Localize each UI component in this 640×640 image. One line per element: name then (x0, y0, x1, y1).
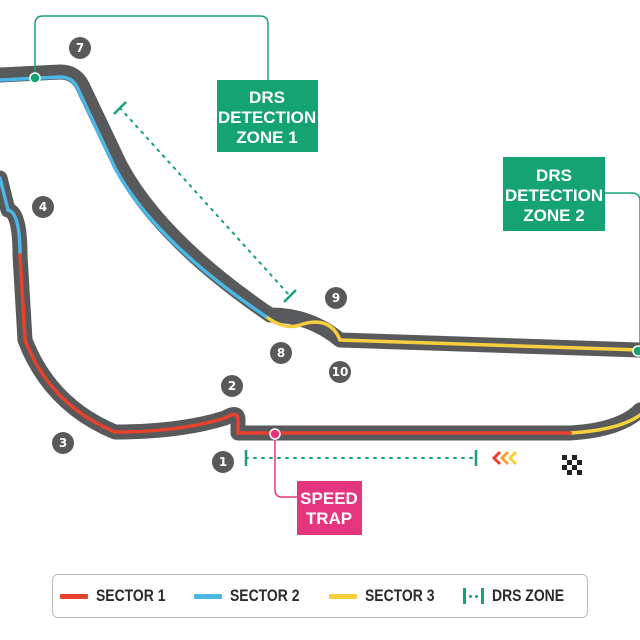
turn-marker-8: 8 (270, 342, 292, 364)
drs-detection-2-box: DRS DETECTION ZONE 2 (503, 157, 605, 231)
drs-detection-1-line3: ZONE 1 (236, 128, 297, 147)
sector-2-line (0, 75, 270, 320)
drs-detection-2-connector (605, 192, 640, 357)
sector-3-swatch (328, 593, 357, 599)
svg-text:10: 10 (332, 365, 349, 379)
speed-trap-line1: SPEED (300, 489, 358, 508)
turn-marker-1: 1 (212, 451, 234, 473)
svg-text:2: 2 (228, 379, 236, 393)
chequered-flag-icon (562, 455, 582, 475)
legend-label-drs-zone: DRS ZONE (492, 586, 565, 605)
map-legend: SECTOR 1 SECTOR 2 SECTOR 3 DRS ZONE (52, 574, 588, 618)
legend-item-sector-3: SECTOR 3 (328, 586, 450, 606)
turn-marker-7: 7 (69, 37, 91, 59)
svg-text:3: 3 (59, 436, 67, 450)
drs-detection-1-connector (29, 15, 269, 84)
legend-label-sector-2: SECTOR 2 (230, 586, 300, 605)
sector-3-line (266, 316, 640, 352)
turn-marker-3: 3 (52, 432, 74, 454)
turn-marker-10: 10 (329, 361, 351, 383)
svg-text:1: 1 (219, 455, 227, 469)
sector-1-swatch (59, 593, 88, 599)
drs-zone-marker-1 (113, 101, 297, 303)
svg-text:9: 9 (332, 291, 340, 305)
drs-detection-1-box: DRS DETECTION ZONE 1 (217, 80, 318, 152)
drs-detection-2-line3: ZONE 2 (523, 206, 584, 225)
legend-item-drs-zone: DRS ZONE (463, 586, 580, 606)
sector-1-line (18, 253, 572, 435)
turn-marker-9: 9 (325, 287, 347, 309)
track-outline (0, 64, 640, 358)
sector-2-swatch (194, 593, 223, 599)
legend-item-sector-2: SECTOR 2 (194, 586, 315, 606)
legend-label-sector-1: SECTOR 1 (95, 586, 166, 605)
direction-chevrons-icon (491, 450, 518, 466)
legend-label-sector-3: SECTOR 3 (364, 586, 435, 605)
turn-marker-2: 2 (221, 375, 243, 397)
speed-trap-connector (269, 428, 297, 498)
svg-text:7: 7 (76, 41, 84, 55)
svg-text:8: 8 (277, 346, 285, 360)
drs-detection-2-line2: DETECTION (505, 186, 603, 205)
svg-text:4: 4 (39, 200, 47, 214)
drs-detection-1-line1: DRS (249, 88, 285, 107)
drs-zone-marker-2 (244, 450, 478, 466)
sector-2-line-left (0, 176, 22, 257)
drs-detection-1-line2: DETECTION (218, 108, 316, 127)
drs-zone-icon (463, 588, 485, 604)
turn-marker-4: 4 (32, 196, 54, 218)
drs-detection-2-line1: DRS (536, 166, 572, 185)
speed-trap-line2: TRAP (306, 509, 352, 528)
legend-item-sector-1: SECTOR 1 (59, 586, 181, 606)
speed-trap-box: SPEED TRAP (297, 481, 362, 535)
sector-3-line-finish (568, 413, 640, 435)
